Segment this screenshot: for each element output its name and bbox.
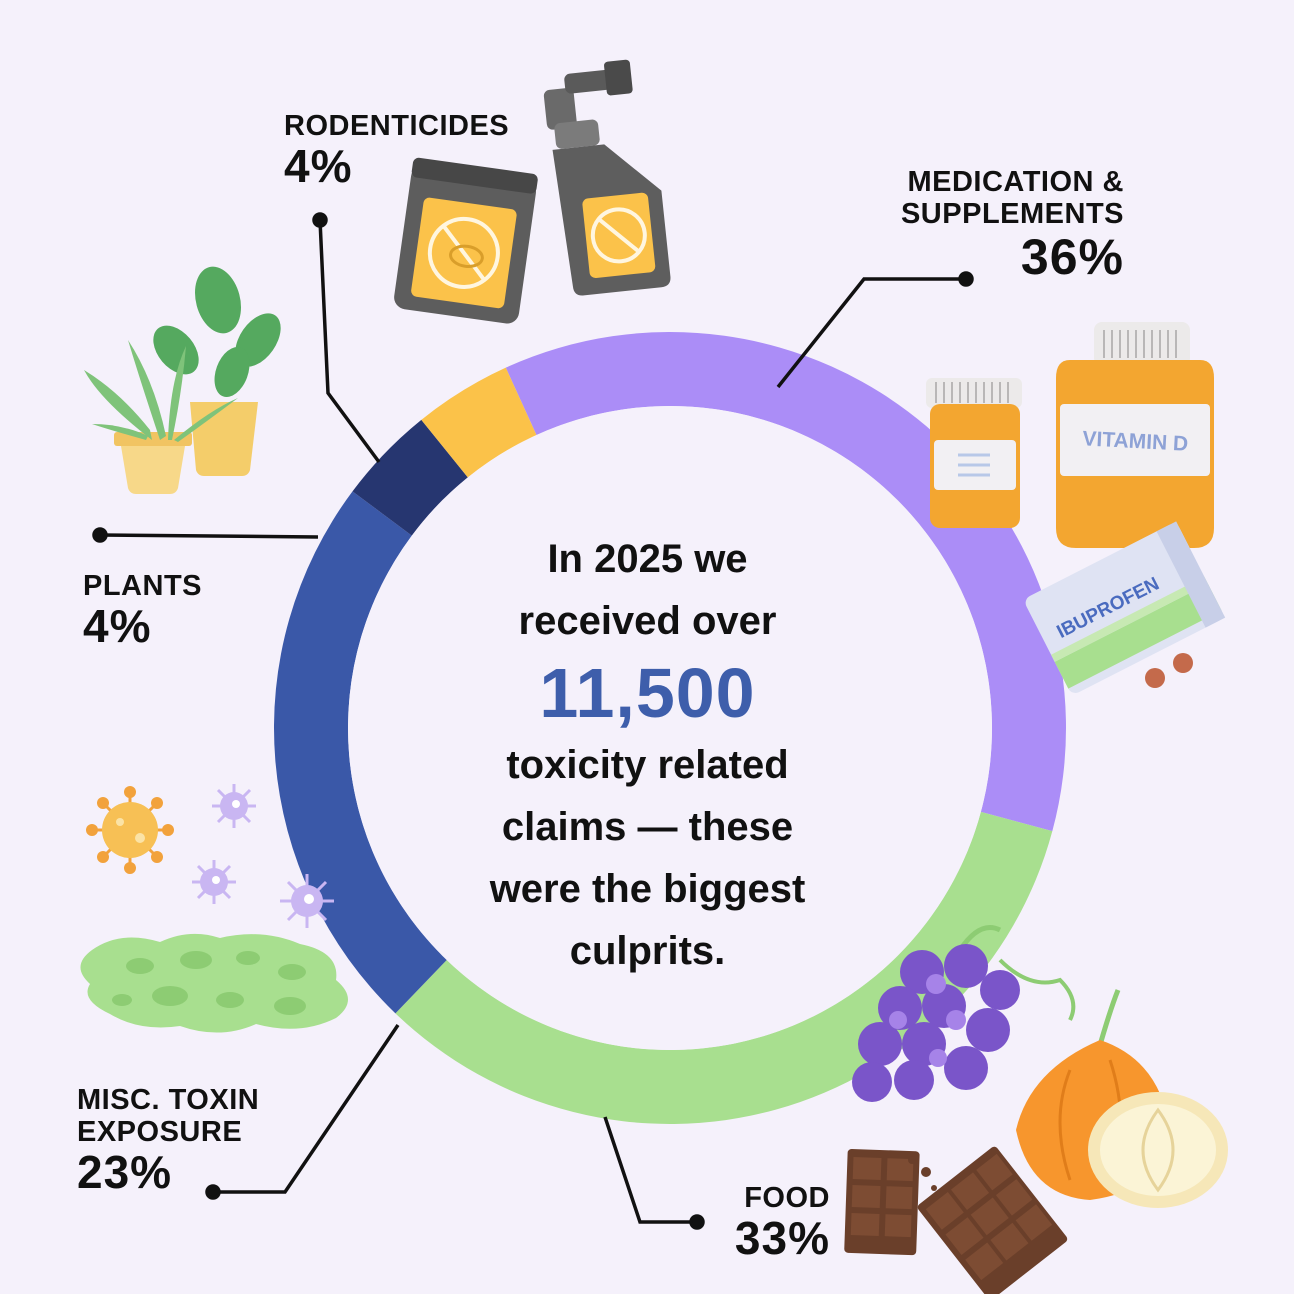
- donut-slice-medication-supplements: [505, 332, 1066, 832]
- center-line-2: received over: [518, 599, 777, 643]
- donut-hole: [348, 406, 992, 1050]
- donut-slice-rodenticides: [421, 367, 537, 478]
- label-misc-name-2: EXPOSURE: [77, 1116, 243, 1148]
- leader-line-plants: [99, 533, 319, 539]
- bacteria-icon: [192, 784, 334, 928]
- label-medication: MEDICATION & SUPPLEMENTS 36%: [880, 166, 1124, 284]
- vitamin-bottle-icon: VITAMIN D: [1056, 322, 1214, 548]
- label-plants: PLANTS 4%: [83, 570, 202, 650]
- ibuprofen-box-icon: IBUPROFEN: [1025, 521, 1226, 693]
- grapes-icon: [852, 925, 1076, 1102]
- vitamin-label: VITAMIN D: [1082, 427, 1189, 456]
- label-food-name: FOOD: [744, 1182, 830, 1214]
- chocolate-icon: [844, 1146, 1068, 1294]
- leader-dot-rodenticides: [312, 212, 328, 228]
- center-line-1: In 2025 we: [547, 537, 748, 581]
- center-line-6: culprits.: [569, 929, 726, 973]
- pill-bottle-icon: [926, 378, 1022, 528]
- houseplant-icon: [84, 266, 281, 494]
- donut-slice-misc-toxin-exposure: [274, 491, 447, 1014]
- label-plants-name: PLANTS: [83, 570, 202, 602]
- label-plants-pct: 4%: [83, 600, 152, 652]
- leader-lines: [92, 212, 974, 1230]
- center-big-number: 11,500: [539, 654, 756, 732]
- label-medication-name-1: MEDICATION &: [907, 166, 1124, 198]
- label-rodenticides-pct: 4%: [284, 140, 353, 192]
- pills-icon: [1145, 653, 1193, 688]
- leader-dot-misc: [205, 1184, 221, 1200]
- spray-bottle-icon: [543, 59, 671, 296]
- onion-icon: [1016, 989, 1228, 1208]
- label-food-pct: 33%: [734, 1212, 830, 1264]
- leader-line-medication: [776, 277, 966, 389]
- leader-dot-food: [689, 1214, 705, 1230]
- donut-slice-plants: [352, 419, 468, 536]
- center-line-3: toxicity related: [506, 743, 789, 787]
- center-line-5: were the biggest: [489, 867, 806, 911]
- label-medication-name-2: SUPPLEMENTS: [900, 198, 1124, 230]
- mold-icon: [80, 933, 348, 1033]
- label-misc-name-1: MISC. TOXIN: [77, 1084, 260, 1116]
- label-rodenticides-name: RODENTICIDES: [284, 110, 510, 142]
- leader-line-food: [603, 1116, 697, 1224]
- center-message: In 2025 we received over 11,500 toxicity…: [420, 528, 875, 982]
- center-line-4: claims — these: [501, 805, 794, 849]
- label-misc-pct: 23%: [77, 1146, 173, 1198]
- leader-line-rodenticides: [318, 219, 381, 464]
- leader-line-misc: [213, 1024, 400, 1194]
- rodenticide-box-icon: [394, 157, 538, 324]
- label-food: FOOD 33%: [716, 1182, 830, 1262]
- label-medication-pct: 36%: [1020, 229, 1124, 285]
- leader-dot-plants: [92, 527, 108, 543]
- label-misc: MISC. TOXIN EXPOSURE 23%: [77, 1084, 259, 1196]
- leader-dot-medication: [958, 271, 974, 287]
- virus-icon: [86, 786, 174, 874]
- label-rodenticides: RODENTICIDES 4%: [284, 110, 509, 190]
